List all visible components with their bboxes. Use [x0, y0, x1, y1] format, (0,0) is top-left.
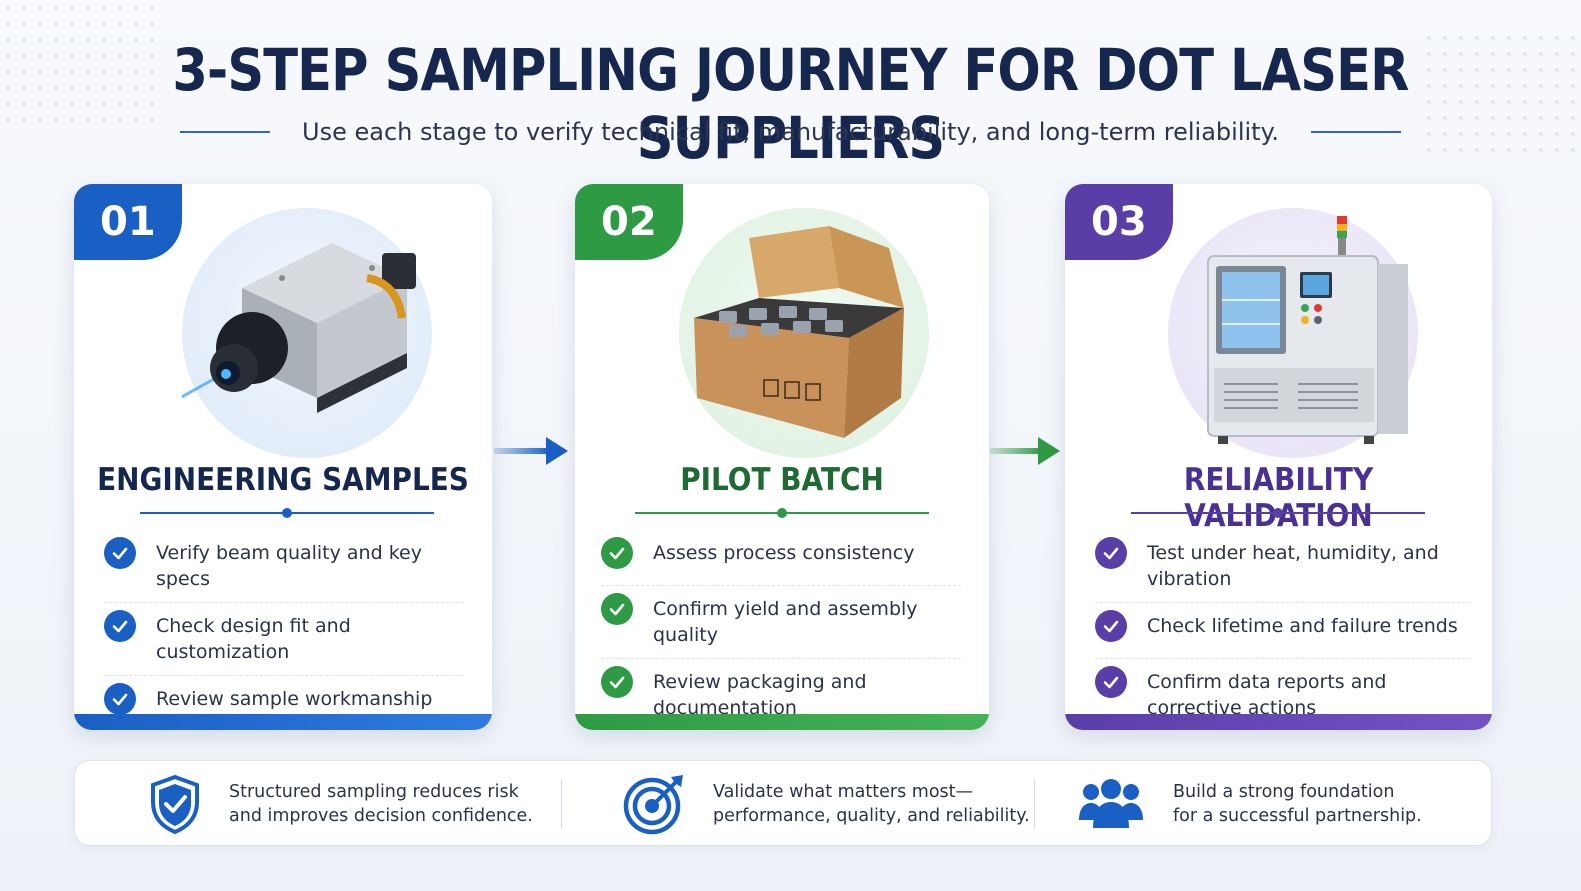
divider-dot — [1273, 508, 1283, 518]
step-checklist: Assess process consistency Confirm yield… — [601, 530, 961, 730]
step-image-circle — [679, 208, 929, 458]
step-number-badge: 03 — [1065, 184, 1173, 260]
divider-dot — [282, 508, 292, 518]
card-accent-bar — [575, 714, 989, 730]
step-title: ENGINEERING SAMPLES — [97, 462, 469, 498]
divider-dot — [777, 508, 787, 518]
step-card-reliability-validation: 03 — [1065, 184, 1492, 730]
card-accent-bar — [1065, 714, 1492, 730]
step-image-circle — [161, 208, 432, 458]
step-checklist: Verify beam quality and key specs Check … — [104, 530, 464, 730]
checklist-item: Confirm data reports and corrective acti… — [1095, 659, 1470, 730]
checklist-item-text: Review sample workmanship — [156, 688, 433, 710]
check-icon — [104, 683, 136, 715]
footer-text: Validate what matters most— performance,… — [713, 780, 1030, 828]
footer-separator — [1034, 779, 1035, 829]
footer-line: for a successful partnership. — [1173, 806, 1422, 826]
arrow-right-icon — [494, 437, 568, 465]
step-number-badge: 01 — [74, 184, 182, 260]
subtitle-rule-left — [180, 131, 270, 133]
checklist-item: Assess process consistency — [601, 530, 961, 586]
footer-line: performance, quality, and reliability. — [713, 806, 1030, 826]
step-divider — [140, 508, 434, 518]
footer-text: Structured sampling reduces risk and imp… — [229, 780, 533, 828]
step-card-pilot-batch: 02 PILOT BATCH — [575, 184, 989, 730]
check-icon — [1095, 666, 1127, 698]
check-icon — [104, 537, 136, 569]
checklist-item: Review packaging and documentation — [601, 659, 961, 730]
target-icon — [623, 775, 683, 835]
subtitle-rule-right — [1311, 131, 1401, 133]
checklist-item: Verify beam quality and key specs — [104, 530, 464, 603]
checklist-item-text: Check design fit and customization — [156, 615, 351, 663]
checklist-item-text: Check lifetime and failure trends — [1147, 615, 1458, 637]
page-subtitle: Use each stage to verify technical fit, … — [302, 118, 1279, 146]
decorative-dots — [0, 0, 160, 130]
checklist-item: Review sample workmanship — [104, 676, 464, 730]
check-icon — [601, 593, 633, 625]
step-image-circle — [1168, 208, 1418, 458]
check-icon — [601, 537, 633, 569]
people-icon — [1079, 779, 1143, 828]
checklist-item-text: Confirm yield and assembly quality — [653, 598, 918, 646]
checklist-item: Check design fit and customization — [104, 603, 464, 676]
footer-item-risk: Structured sampling reduces risk and imp… — [149, 761, 533, 847]
step-number-badge: 02 — [575, 184, 683, 260]
decorative-dots — [1421, 30, 1581, 160]
page-title: 3-STEP SAMPLING JOURNEY FOR DOT LASER SU… — [172, 36, 1409, 172]
footer-item-partnership: Build a strong foundation for a successf… — [1077, 761, 1422, 847]
check-icon — [1095, 537, 1127, 569]
footer-item-validate: Validate what matters most— performance,… — [623, 761, 1030, 847]
checklist-item-text: Assess process consistency — [653, 542, 915, 564]
footer-text: Build a strong foundation for a successf… — [1173, 780, 1422, 828]
checklist-item-text: Verify beam quality and key specs — [156, 542, 422, 590]
footer-separator — [561, 779, 562, 829]
step-divider — [1131, 508, 1425, 518]
check-icon — [1095, 610, 1127, 642]
checklist-item: Check lifetime and failure trends — [1095, 603, 1470, 659]
footer-panel: Structured sampling reduces risk and imp… — [74, 760, 1492, 846]
environmental-chamber-icon — [1207, 216, 1408, 444]
footer-line: and improves decision confidence. — [229, 806, 533, 826]
pilot-box-icon — [694, 226, 904, 438]
checklist-item-text: Confirm data reports and corrective acti… — [1147, 671, 1387, 719]
step-checklist: Test under heat, humidity, and vibration… — [1095, 530, 1470, 730]
footer-line: Validate what matters most— — [713, 782, 974, 802]
shield-check-icon — [151, 774, 199, 834]
laser-module-icon — [161, 243, 416, 413]
checklist-item-text: Test under heat, humidity, and vibration — [1147, 542, 1439, 590]
checklist-item: Confirm yield and assembly quality — [601, 586, 961, 659]
step-card-engineering-samples: 01 ENGINEERING SAMPLES Verify beam quali… — [74, 184, 492, 730]
check-icon — [104, 610, 136, 642]
check-icon — [601, 666, 633, 698]
step-title: PILOT BATCH — [680, 462, 884, 498]
step-title: RELIABILITY VALIDATION — [1183, 462, 1374, 534]
step-divider — [635, 508, 929, 518]
checklist-item: Test under heat, humidity, and vibration — [1095, 530, 1470, 603]
subtitle-row: Use each stage to verify technical fit, … — [0, 118, 1581, 146]
footer-line: Build a strong foundation — [1173, 782, 1395, 802]
card-accent-bar — [74, 714, 492, 730]
arrow-right-icon — [990, 437, 1060, 465]
footer-line: Structured sampling reduces risk — [229, 782, 519, 802]
checklist-item-text: Review packaging and documentation — [653, 671, 867, 719]
